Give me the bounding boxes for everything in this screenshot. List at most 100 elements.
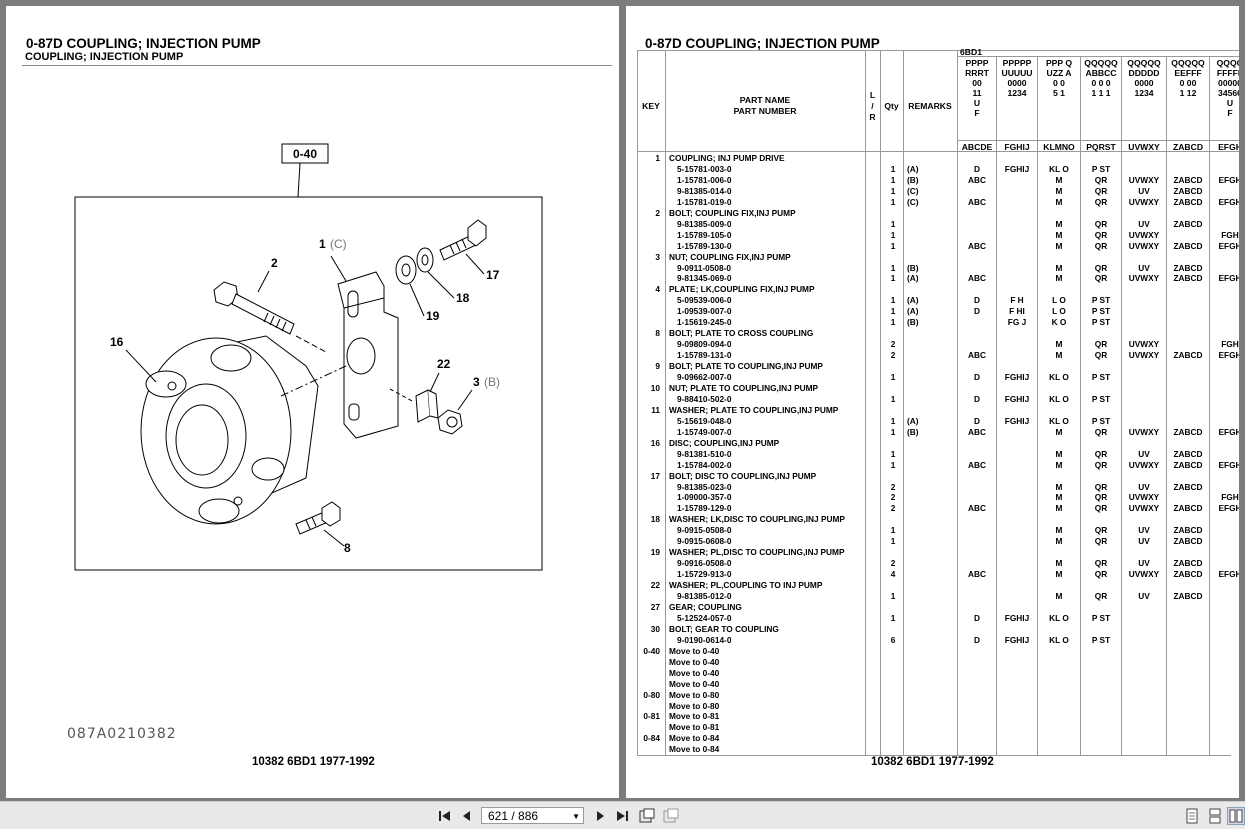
applicability-cell: KL O xyxy=(1049,634,1069,645)
part-name-cell: GEAR; COUPLING xyxy=(669,601,742,612)
part-name-cell: Move to 0-84 xyxy=(669,744,720,755)
applicability-cell: M xyxy=(1055,481,1063,492)
header-remarks: REMARKS xyxy=(908,101,952,111)
part-name-cell: DISC; COUPLING,INJ PUMP xyxy=(669,437,780,448)
part-number-cell: 5-15781-003-0 xyxy=(677,163,732,174)
applicability-cell: EFGH xyxy=(1218,569,1239,580)
applicability-cell: P ST xyxy=(1091,612,1111,623)
remarks-cell: (B) xyxy=(907,174,919,185)
applicability-cell: EFGH xyxy=(1218,196,1239,207)
key-cell: 3 xyxy=(655,251,660,262)
prev-page-icon[interactable] xyxy=(458,807,476,825)
part-number-cell: 1-15749-007-0 xyxy=(677,426,732,437)
header-group-0: PPPP RRRT 00 11 U F xyxy=(965,58,989,118)
first-page-icon[interactable] xyxy=(436,807,454,825)
part-number-cell: 9-81345-069-0 xyxy=(677,273,732,284)
title-rule xyxy=(22,65,612,66)
applicability-cell: ZABCD xyxy=(1173,196,1203,207)
part-name-cell: BOLT; PLATE TO CROSS COUPLING xyxy=(669,328,814,339)
applicability-cell: KL O xyxy=(1049,393,1069,404)
part-name-cell: BOLT; GEAR TO COUPLING xyxy=(669,623,779,634)
table-row: Move to 0-80 xyxy=(637,701,1239,712)
applicability-cell: M xyxy=(1055,185,1063,196)
part-number-cell: 9-81381-510-0 xyxy=(677,448,732,459)
header-lr: L / R xyxy=(869,90,876,122)
figure-code: 087A0210382 xyxy=(67,726,177,742)
applicability-cell: M xyxy=(1055,503,1063,514)
part-name-cell: Move to 0-40 xyxy=(669,645,720,656)
key-cell: 1 xyxy=(655,153,660,163)
continuous-view-icon[interactable] xyxy=(1206,807,1224,825)
fit-width-icon[interactable] xyxy=(662,807,680,825)
applicability-cell: ZABCD xyxy=(1173,503,1203,514)
applicability-cell: P ST xyxy=(1091,372,1111,382)
part-number-cell: 1-15789-131-0 xyxy=(677,350,732,361)
qty-cell: 1 xyxy=(890,448,896,459)
next-page-icon[interactable] xyxy=(591,807,609,825)
applicability-cell: ABC xyxy=(968,240,986,251)
applicability-cell: UVWXY xyxy=(1128,240,1160,251)
part-name-cell: Move to 0-81 xyxy=(669,711,720,722)
header-letters-3: PQRST xyxy=(1086,142,1116,152)
callout-ref: 0-40 xyxy=(293,147,317,161)
part-name-cell: WASHER; LK,DISC TO COUPLING,INJ PUMP xyxy=(669,514,845,525)
applicability-cell: M xyxy=(1055,262,1063,273)
header-letters-1: FGHIJ xyxy=(1004,142,1030,152)
part-number-cell: 9-0916-0508-0 xyxy=(677,558,732,569)
two-page-view-icon[interactable] xyxy=(1227,807,1245,825)
applicability-cell: P ST xyxy=(1091,163,1111,174)
header-letters-6: EFGH xyxy=(1218,142,1239,152)
applicability-cell: KL O xyxy=(1049,372,1069,382)
qty-cell: 1 xyxy=(890,174,896,185)
key-cell: 4 xyxy=(655,284,660,295)
applicability-cell: ZABCD xyxy=(1173,174,1203,185)
part-number-cell: 9-81385-014-0 xyxy=(677,185,732,196)
applicability-cell: QR xyxy=(1094,525,1108,536)
part-number-cell: 9-81385-012-0 xyxy=(677,591,732,601)
applicability-cell: UV xyxy=(1138,448,1150,459)
key-cell: 19 xyxy=(650,547,660,558)
single-page-view-icon[interactable] xyxy=(1183,807,1201,825)
applicability-cell: ZABCD xyxy=(1173,591,1203,601)
qty-cell: 1 xyxy=(890,185,896,196)
applicability-cell: D xyxy=(974,634,980,645)
applicability-cell: QR xyxy=(1094,350,1108,361)
applicability-cell: KL O xyxy=(1049,415,1069,426)
applicability-cell: M xyxy=(1055,339,1063,350)
applicability-cell: P ST xyxy=(1091,634,1111,645)
table-row: Move to 0-81 xyxy=(637,722,1239,733)
callout-2: 2 xyxy=(271,256,278,270)
header-qty: Qty xyxy=(884,101,899,111)
part-number-cell: 9-0915-0508-0 xyxy=(677,525,732,536)
page-title: 0-87D COUPLING; INJECTION PUMP xyxy=(645,36,880,51)
applicability-cell: EFGH xyxy=(1218,426,1239,437)
header-group-5: QQQQQ EEFFF 0 00 1 12 xyxy=(1171,58,1205,98)
chevron-down-icon[interactable]: ▼ xyxy=(572,812,580,821)
last-page-icon[interactable] xyxy=(613,807,631,825)
applicability-cell: D xyxy=(974,163,980,174)
fit-page-icon[interactable] xyxy=(638,807,656,825)
page-number-field[interactable]: 621 / 886 ▼ xyxy=(481,807,584,824)
key-cell: 30 xyxy=(650,623,660,634)
callout-1-tag: (C) xyxy=(330,237,347,251)
applicability-cell: ABC xyxy=(968,174,986,185)
applicability-cell: EFGH xyxy=(1218,503,1239,514)
page-footer: 10382 6BD1 1977-1992 xyxy=(871,756,994,768)
part-number-cell: 1-15789-129-0 xyxy=(677,503,732,514)
applicability-cell: QR xyxy=(1094,339,1108,350)
